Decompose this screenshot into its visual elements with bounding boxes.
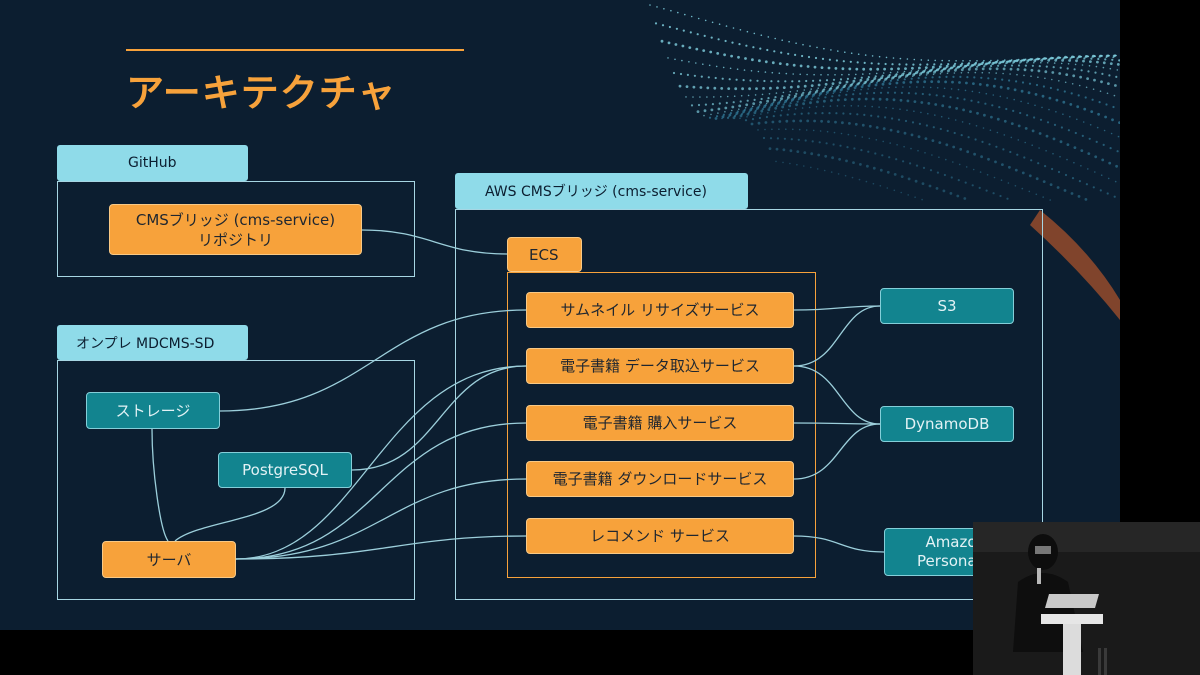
link-recommend-personalize (793, 535, 885, 553)
slide: アーキテクチャ GitHub CMSブリッジ (cms-service) リポジ… (0, 0, 1120, 630)
connector-lines (151, 229, 885, 560)
thumbnail-resize-service: サムネイル リサイズサービス (526, 292, 794, 328)
link-repo-ecs (361, 229, 508, 255)
link-postgres-dataimport (351, 365, 527, 471)
server-box: サーバ (102, 541, 236, 578)
postgresql-box: PostgreSQL (218, 452, 352, 488)
storage-box: ストレージ (86, 392, 220, 429)
onprem-frame (57, 360, 415, 600)
ebook-purchase-service: 電子書籍 購入サービス (526, 405, 794, 441)
cms-bridge-repo-box: CMSブリッジ (cms-service) リポジトリ (109, 204, 362, 255)
link-dataimport-dynamodb (793, 365, 881, 425)
ebook-download-service: 電子書籍 ダウンロードサービス (526, 461, 794, 497)
github-tab: GitHub (57, 145, 248, 181)
speaker-video-overlay (973, 522, 1200, 675)
dynamodb-box: DynamoDB (880, 406, 1014, 442)
link-server-recommend (235, 535, 527, 560)
aws-tab: AWS CMSブリッジ (cms-service) (455, 173, 748, 209)
aws-frame (455, 209, 1043, 600)
personalize-line1: Amazo (925, 533, 977, 551)
github-frame (57, 181, 415, 277)
link-server-dataimport (235, 365, 527, 560)
link-server-download (235, 478, 527, 560)
ebook-data-import-service: 電子書籍 データ取込サービス (526, 348, 794, 384)
cms-bridge-repo-line1: CMSブリッジ (cms-service) (135, 210, 336, 229)
onprem-tab: オンプレ MDCMS-SD (57, 325, 248, 360)
speaker-silhouette (973, 522, 1200, 675)
ecs-box: ECS (507, 237, 582, 272)
link-purchase-dynamodb (793, 422, 881, 425)
recommend-service: レコメンド サービス (526, 518, 794, 554)
link-dataimport-s3 (793, 305, 881, 367)
link-thumbnail-s3 (793, 305, 881, 311)
title-rule (126, 49, 464, 51)
link-storage-server (151, 428, 169, 542)
slide-title: アーキテクチャ (126, 71, 397, 115)
link-server-purchase (235, 422, 527, 560)
cms-bridge-repo-line2: リポジトリ (197, 230, 273, 249)
personalize-line2: Personali (917, 552, 985, 570)
decorative-dot-wave (649, 4, 1120, 320)
link-postgres-server (174, 487, 286, 542)
s3-box: S3 (880, 288, 1014, 324)
ecs-frame (507, 272, 816, 578)
link-storage-thumbnail (219, 309, 527, 412)
link-download-dynamodb (793, 423, 881, 480)
